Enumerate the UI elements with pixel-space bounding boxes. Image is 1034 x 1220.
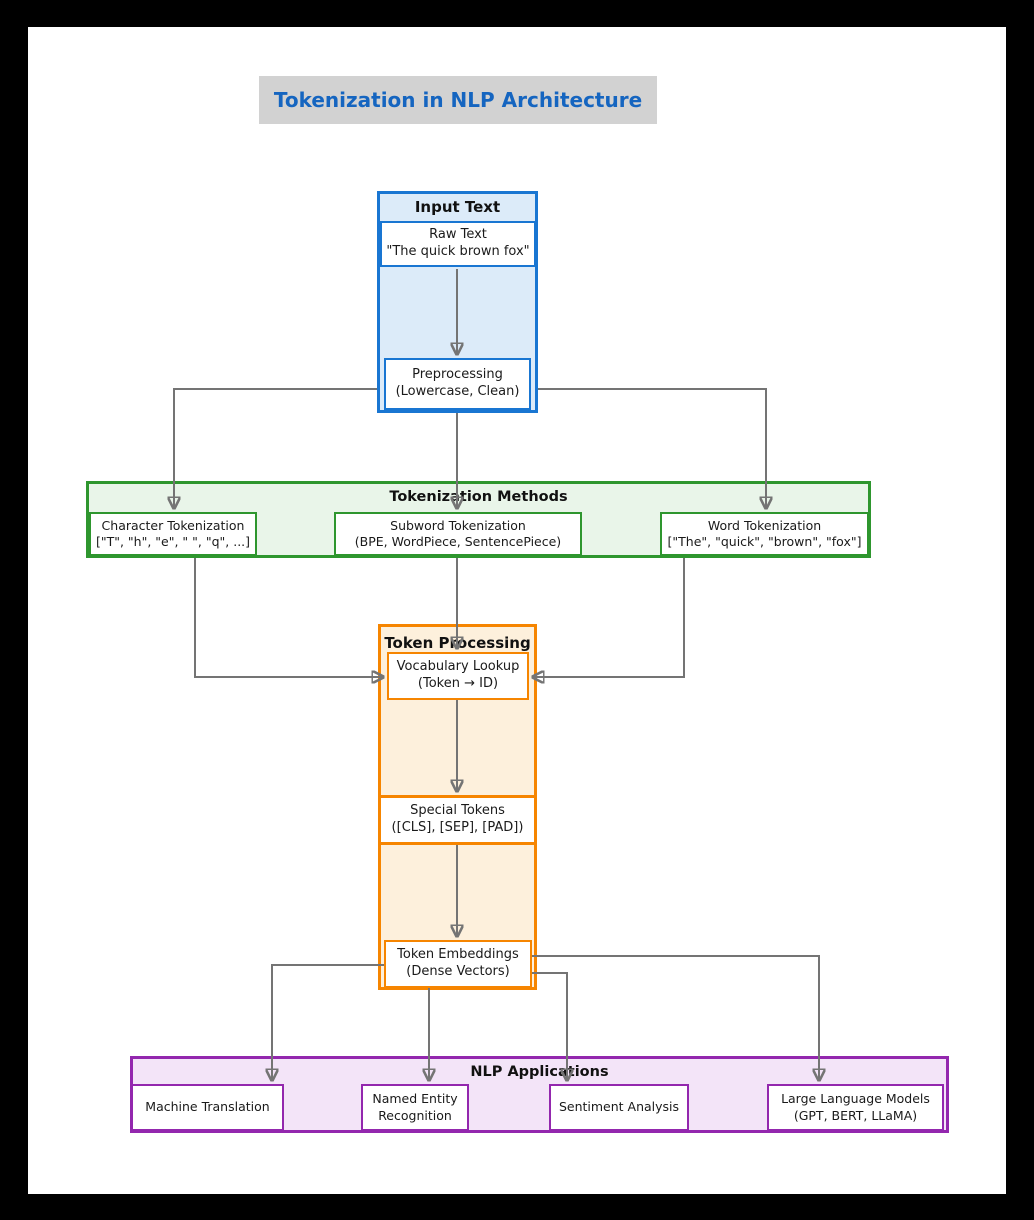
named-entity-recognition-line2: Recognition (378, 1107, 452, 1123)
subword-tokenization-line1: Subword Tokenization (390, 517, 526, 533)
large-language-models-node: Large Language Models (GPT, BERT, LLaMA) (767, 1084, 944, 1131)
raw-text-line2: "The quick brown fox" (386, 244, 530, 259)
special-tokens-line1: Special Tokens (410, 803, 505, 819)
diagram-title: Tokenization in NLP Architecture (259, 76, 657, 124)
character-tokenization-line1: Character Tokenization (101, 517, 245, 533)
large-language-models-line1: Large Language Models (781, 1091, 930, 1107)
vocabulary-lookup-node: Vocabulary Lookup (Token → ID) (387, 652, 529, 700)
word-tokenization-line2: ["The", "quick", "brown", "fox"] (667, 534, 862, 549)
subword-tokenization-node: Subword Tokenization (BPE, WordPiece, Se… (334, 512, 582, 556)
token-embeddings-line2: (Dense Vectors) (406, 964, 510, 979)
special-tokens-node: Special Tokens ([CLS], [SEP], [PAD]) (378, 795, 537, 845)
machine-translation-line1: Machine Translation (145, 1099, 270, 1115)
vocabulary-lookup-line2: (Token → ID) (417, 676, 499, 691)
sentiment-analysis-line1: Sentiment Analysis (558, 1099, 680, 1115)
token-embeddings-line1: Token Embeddings (397, 947, 519, 963)
raw-text-node: Raw Text "The quick brown fox" (380, 221, 536, 267)
preprocessing-node: Preprocessing (Lowercase, Clean) (384, 358, 531, 410)
vocabulary-lookup-line1: Vocabulary Lookup (396, 659, 520, 675)
character-tokenization-line2: ["T", "h", "e", " ", "q", ...] (95, 534, 251, 549)
raw-text-line1: Raw Text (429, 227, 487, 243)
token-embeddings-node: Token Embeddings (Dense Vectors) (384, 940, 532, 988)
nlp-applications-header: NLP Applications (470, 1064, 609, 1080)
named-entity-recognition-node: Named Entity Recognition (361, 1084, 469, 1131)
large-language-models-line2: (GPT, BERT, LLaMA) (793, 1107, 918, 1123)
token-processing-header: Token Processing (384, 634, 531, 652)
sentiment-analysis-node: Sentiment Analysis (549, 1084, 689, 1131)
character-tokenization-node: Character Tokenization ["T", "h", "e", "… (89, 512, 257, 556)
subword-tokenization-line2: (BPE, WordPiece, SentencePiece) (354, 534, 562, 549)
input-text-header: Input Text (414, 198, 501, 216)
preprocessing-line2: (Lowercase, Clean) (395, 384, 520, 399)
named-entity-recognition-line1: Named Entity (372, 1091, 458, 1107)
word-tokenization-line1: Word Tokenization (707, 517, 822, 533)
word-tokenization-node: Word Tokenization ["The", "quick", "brow… (660, 512, 869, 556)
machine-translation-node: Machine Translation (131, 1084, 284, 1131)
special-tokens-line2: ([CLS], [SEP], [PAD]) (391, 820, 524, 835)
preprocessing-line1: Preprocessing (412, 367, 503, 383)
tokenization-methods-header: Tokenization Methods (389, 489, 568, 505)
